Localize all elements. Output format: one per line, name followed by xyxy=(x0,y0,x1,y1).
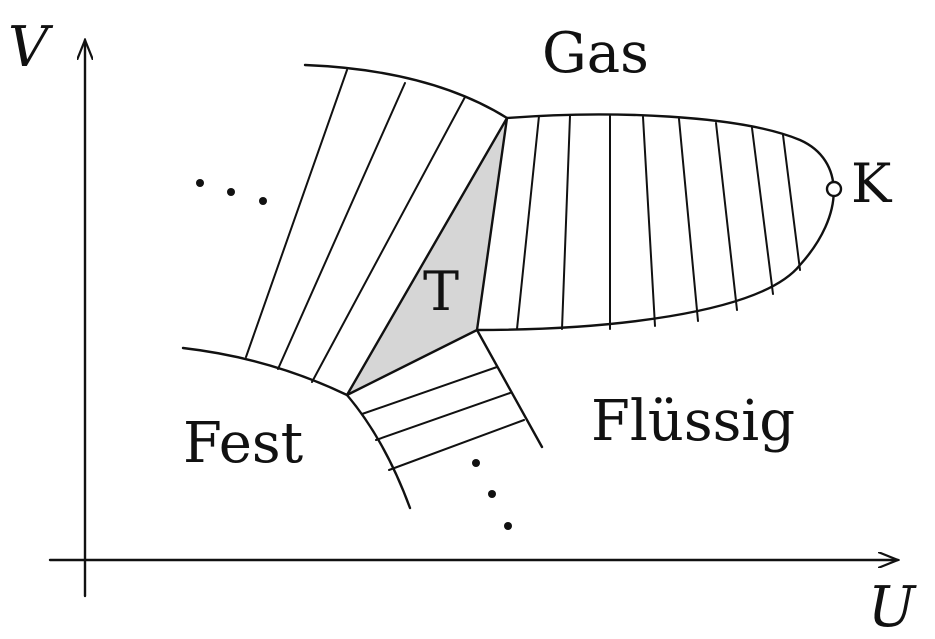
ellipsis-upper-left xyxy=(196,179,267,205)
ellipsis-lower xyxy=(472,459,512,530)
tie-line xyxy=(561,115,571,330)
triple-point-label: T xyxy=(423,260,459,323)
critical-point-marker xyxy=(825,180,843,198)
x-axis-label: U xyxy=(868,575,917,639)
tie-line xyxy=(642,116,656,327)
tie-line xyxy=(277,82,406,370)
critical-point-label: K xyxy=(851,152,893,215)
liquid-label: Flüssig xyxy=(591,389,795,454)
tie-line xyxy=(375,392,511,441)
tie-line xyxy=(782,134,801,271)
tie-line xyxy=(678,118,699,322)
tie-line xyxy=(516,115,540,330)
tie-line xyxy=(245,69,348,358)
triple-point-triangle xyxy=(345,116,509,397)
tie-line xyxy=(311,96,466,383)
solid-liquid-left-boundary xyxy=(345,393,412,510)
solid-boundary-upper xyxy=(181,346,349,397)
gas-liquid-tie-lines xyxy=(516,115,801,330)
gas-label: Gas xyxy=(542,21,649,86)
solid-liquid-tie-lines xyxy=(361,366,525,471)
solid-liquid-right-boundary xyxy=(475,328,544,449)
gas-solid-upper-boundary xyxy=(303,63,509,120)
tie-line xyxy=(751,127,774,295)
solid-label: Fest xyxy=(183,411,304,476)
gas-solid-tie-lines xyxy=(245,69,466,383)
tie-line xyxy=(361,366,498,415)
tie-line xyxy=(715,122,738,311)
tie-line xyxy=(388,419,525,471)
y-axis-label: V xyxy=(8,15,54,80)
gas-liquid-boundary xyxy=(475,113,835,332)
